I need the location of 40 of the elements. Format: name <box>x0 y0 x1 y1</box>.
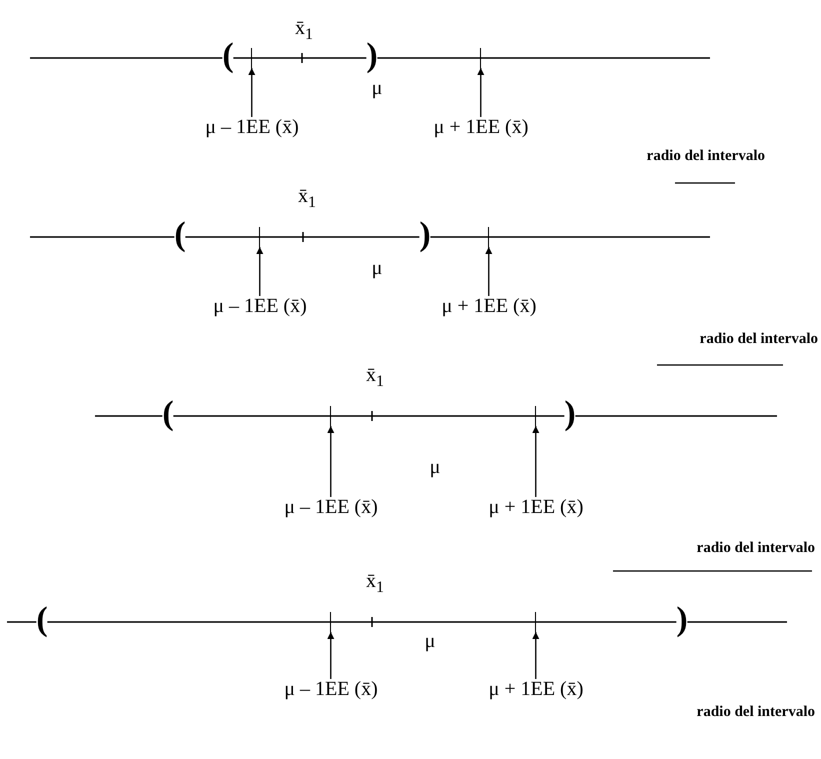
sample-mean-label: x̄$_{1}$ <box>366 365 384 390</box>
arrow <box>485 247 492 296</box>
tick-mark <box>535 406 536 426</box>
tick-mark <box>259 227 260 247</box>
interval-radius-label: radio del intervalo <box>700 332 818 347</box>
arrow <box>248 68 256 117</box>
mean-label: μ <box>430 457 440 477</box>
tick-mark <box>330 612 332 632</box>
interval-bracket: ( <box>162 397 174 431</box>
arrow <box>477 68 484 117</box>
tick-mark <box>488 227 490 247</box>
tick-mark <box>480 48 482 68</box>
arrow <box>532 632 540 679</box>
tick-mark <box>330 406 332 426</box>
axis-label: μ + 1EE (x̄) <box>442 296 536 316</box>
interval-bracket: ( <box>222 39 234 73</box>
interval-radius-label: radio del intervalo <box>696 541 815 556</box>
interval-radius-label: radio del intervalo <box>696 705 815 720</box>
tick-mark <box>535 612 536 632</box>
interval-bracket: ( <box>174 218 186 252</box>
arrow <box>327 426 334 497</box>
arrow <box>256 247 264 296</box>
interval-radius-label: radio del intervalo <box>646 149 765 164</box>
axis-label: μ – 1EE (x̄) <box>284 497 378 517</box>
tick-mark <box>251 48 252 68</box>
interval-bracket: ( <box>36 603 48 637</box>
arrow <box>532 426 540 497</box>
axis-label: μ – 1EE (x̄) <box>205 117 299 137</box>
sample-mean-label: x̄$_{1}$ <box>298 186 316 211</box>
sample-mean-label: x̄$_{1}$ <box>295 18 313 43</box>
mean-label: μ <box>372 78 382 98</box>
axis-label: μ + 1EE (x̄) <box>488 679 584 699</box>
axis-label: μ – 1EE (x̄) <box>213 296 307 316</box>
axis-label: μ – 1EE (x̄) <box>284 679 378 699</box>
arrow <box>327 632 334 679</box>
mean-label: μ <box>424 631 436 651</box>
axis-label: μ + 1EE (x̄) <box>434 117 528 137</box>
axis-label: μ + 1EE (x̄) <box>488 497 584 517</box>
mean-label: μ <box>372 258 382 278</box>
sample-mean-label: x̄$_{1}$ <box>366 571 384 596</box>
